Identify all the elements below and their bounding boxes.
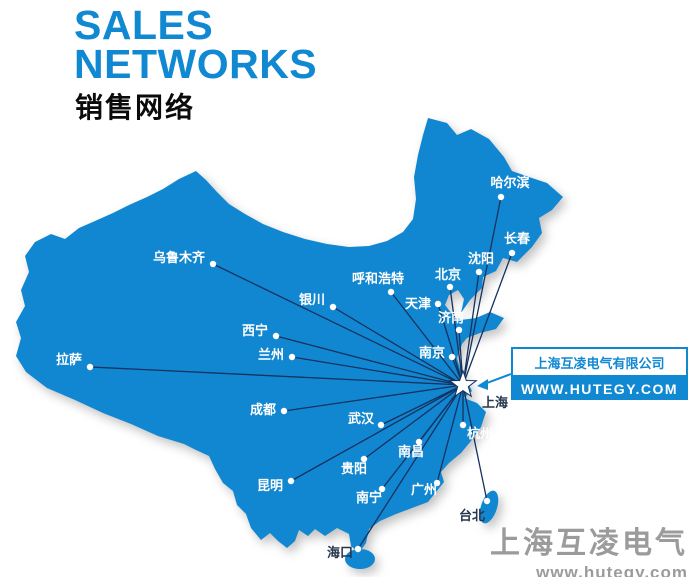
city-label-杭州: 杭州 bbox=[467, 426, 493, 441]
network-line-兰州 bbox=[291, 356, 464, 386]
city-label-台北: 台北 bbox=[459, 508, 485, 523]
city-label-天津: 天津 bbox=[405, 296, 431, 311]
network-line-拉萨 bbox=[89, 366, 464, 386]
company-name-label: 上海互凌电气有限公司 bbox=[511, 347, 688, 377]
city-label-银川: 银川 bbox=[299, 292, 325, 307]
network-line-成都 bbox=[283, 384, 464, 412]
city-label-拉萨: 拉萨 bbox=[56, 352, 82, 367]
network-line-乌鲁木齐 bbox=[212, 263, 464, 386]
network-line-呼和浩特 bbox=[390, 291, 464, 386]
watermark-website: www.hutegy.com bbox=[536, 563, 688, 577]
city-dot-银川 bbox=[329, 303, 337, 311]
city-label-兰州: 兰州 bbox=[258, 347, 284, 362]
network-line-沈阳 bbox=[462, 271, 480, 386]
hainan-island bbox=[345, 549, 375, 569]
network-line-西宁 bbox=[275, 335, 464, 386]
pointer-arrow bbox=[477, 373, 512, 390]
network-line-台北 bbox=[462, 384, 488, 502]
network-line-长春 bbox=[462, 252, 513, 386]
city-label-成都: 成都 bbox=[250, 402, 276, 417]
watermark: 上海互凌电气 www.hutegy.com bbox=[490, 518, 688, 577]
city-dot-广州 bbox=[433, 479, 441, 487]
city-label-南昌: 南昌 bbox=[398, 444, 424, 459]
city-dot-台北 bbox=[483, 497, 491, 505]
network-line-哈尔滨 bbox=[462, 196, 502, 386]
city-label-沈阳: 沈阳 bbox=[468, 251, 494, 266]
company-website-label: WWW.HUTEGY.COM bbox=[511, 377, 688, 400]
network-line-北京 bbox=[449, 286, 464, 386]
city-dot-海口 bbox=[354, 545, 362, 553]
city-label-武汉: 武汉 bbox=[348, 411, 375, 426]
shanghai-star bbox=[448, 369, 478, 398]
city-dot-昆明 bbox=[287, 477, 295, 485]
title-line-1: SALES bbox=[74, 2, 214, 48]
city-dot-哈尔滨 bbox=[497, 193, 505, 201]
taiwan-island bbox=[479, 490, 499, 524]
network-line-海口 bbox=[357, 384, 464, 550]
city-dot-呼和浩特 bbox=[387, 288, 395, 296]
mainland-shape bbox=[16, 118, 563, 553]
city-label-西宁: 西宁 bbox=[242, 323, 268, 338]
china-landmass bbox=[16, 118, 563, 569]
city-dot-贵阳 bbox=[360, 455, 368, 463]
city-label-广州: 广州 bbox=[411, 482, 437, 497]
city-dot-西宁 bbox=[272, 332, 280, 340]
network-line-广州 bbox=[436, 384, 464, 484]
network-line-贵阳 bbox=[363, 384, 464, 460]
city-label-呼和浩特: 呼和浩特 bbox=[352, 271, 404, 286]
city-label-上海: 上海 bbox=[482, 395, 508, 410]
city-label-乌鲁木齐: 乌鲁木齐 bbox=[153, 250, 206, 265]
city-dot-北京 bbox=[446, 283, 454, 291]
city-label-昆明: 昆明 bbox=[257, 478, 283, 493]
network-line-银川 bbox=[332, 306, 464, 386]
city-label-南京: 南京 bbox=[419, 345, 445, 360]
network-line-南宁 bbox=[381, 384, 464, 490]
company-label-box: 上海互凌电气有限公司 WWW.HUTEGY.COM bbox=[511, 347, 688, 400]
city-dot-沈阳 bbox=[475, 268, 483, 276]
city-dot-南宁 bbox=[378, 485, 386, 493]
city-dot-南昌 bbox=[415, 438, 423, 446]
network-line-武汉 bbox=[380, 384, 464, 426]
city-label-长春: 长春 bbox=[504, 231, 531, 246]
page-subtitle: 销售网络 bbox=[75, 92, 196, 123]
city-label-贵阳: 贵阳 bbox=[341, 461, 367, 476]
page-title: SALES NETWORKS bbox=[74, 2, 318, 87]
title-line-2: NETWORKS bbox=[74, 40, 318, 87]
city-label-海口: 海口 bbox=[327, 545, 353, 560]
city-dot-乌鲁木齐 bbox=[209, 260, 217, 268]
city-dot-济南 bbox=[455, 326, 463, 334]
city-dot-武汉 bbox=[377, 421, 385, 429]
network-line-天津 bbox=[437, 303, 464, 386]
city-label-南宁: 南宁 bbox=[356, 490, 382, 505]
city-dot-南京 bbox=[448, 353, 456, 361]
city-label-济南: 济南 bbox=[438, 310, 464, 325]
city-dot-拉萨 bbox=[86, 363, 94, 371]
watermark-company-name: 上海互凌电气 bbox=[490, 527, 688, 560]
network-line-昆明 bbox=[290, 384, 464, 482]
city-dot-成都 bbox=[280, 407, 288, 415]
city-dot-兰州 bbox=[288, 353, 296, 361]
city-dot-长春 bbox=[508, 249, 516, 257]
city-dot-天津 bbox=[434, 300, 442, 308]
city-dot-杭州 bbox=[459, 421, 467, 429]
city-label-哈尔滨: 哈尔滨 bbox=[490, 175, 529, 190]
city-label-北京: 北京 bbox=[435, 267, 461, 282]
